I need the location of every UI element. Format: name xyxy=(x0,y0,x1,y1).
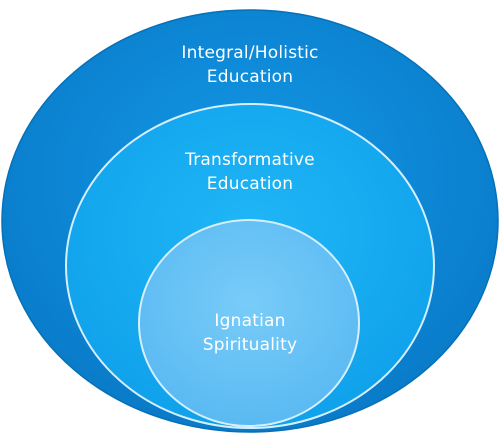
middle-label: Transformative Education xyxy=(0,148,500,196)
inner-label-line2: Spirituality xyxy=(202,335,298,355)
middle-label-line1: Transformative xyxy=(185,150,315,170)
outer-label: Integral/Holistic Education xyxy=(0,41,500,89)
inner-circle xyxy=(138,219,360,427)
outer-label-line2: Education xyxy=(206,67,294,87)
outer-label-line1: Integral/Holistic xyxy=(181,43,319,63)
inner-label-line1: Ignatian xyxy=(214,311,286,331)
middle-label-line2: Education xyxy=(206,174,294,194)
inner-label: Ignatian Spirituality xyxy=(0,309,500,357)
